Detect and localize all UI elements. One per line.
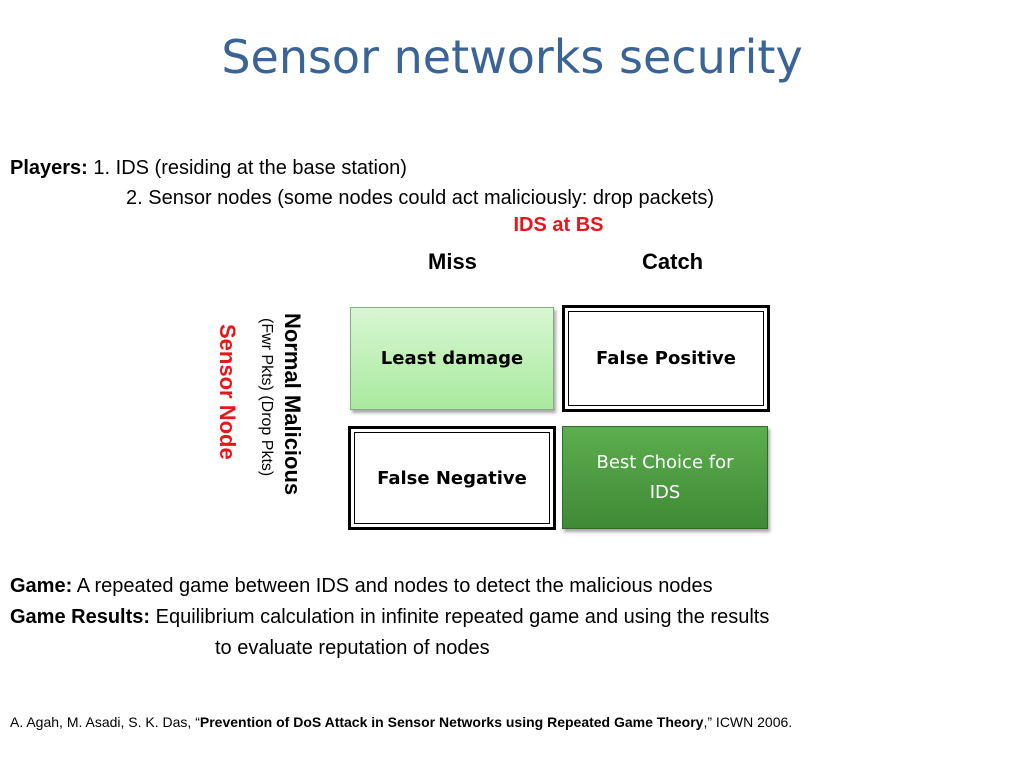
cell-best-choice: Best Choice for IDS: [562, 426, 768, 529]
players-item-2: 2. Sensor nodes (some nodes could act ma…: [126, 187, 715, 209]
players-item-1: 1. IDS (residing at the base station): [93, 157, 407, 179]
results-text: Equilibrium calculation in infinite repe…: [155, 606, 770, 628]
reference-authors: A. Agah, M. Asadi, S. K. Das, “: [10, 714, 200, 730]
players-label: Players:: [10, 157, 88, 179]
game-label: Game:: [10, 575, 73, 597]
game-text: A repeated game between IDS and nodes to…: [76, 575, 713, 597]
reference: A. Agah, M. Asadi, S. K. Das, “Preventio…: [10, 714, 792, 730]
game-section: Game: A repeated game between IDS and no…: [10, 571, 769, 633]
slide-title: Sensor networks security: [221, 30, 803, 84]
reference-paper: Prevention of DoS Attack in Sensor Netwo…: [199, 714, 704, 730]
reference-venue: ,” ICWN 2006.: [703, 714, 793, 730]
row-player-label: Sensor Node: [215, 324, 240, 460]
results-text-continued: to evaluate reputation of nodes: [215, 637, 490, 659]
column-header-miss: Miss: [428, 249, 477, 274]
players-line-1: Players: 1. IDS (residing at the base st…: [10, 153, 407, 183]
cell-false-negative: False Negative: [348, 426, 556, 530]
game-line: Game: A repeated game between IDS and no…: [10, 571, 769, 602]
column-player-label: IDS at BS: [513, 214, 604, 236]
row-subheaders: (Fwr Pkts) (Drop Pkts): [258, 318, 275, 477]
cell-false-positive: False Positive: [562, 305, 770, 412]
results-label: Game Results:: [10, 606, 151, 628]
row-headers: Normal Malicious: [280, 313, 305, 496]
results-line: Game Results: Equilibrium calculation in…: [10, 602, 769, 633]
column-header-catch: Catch: [642, 249, 704, 274]
cell-least-damage: Least damage: [350, 307, 554, 410]
